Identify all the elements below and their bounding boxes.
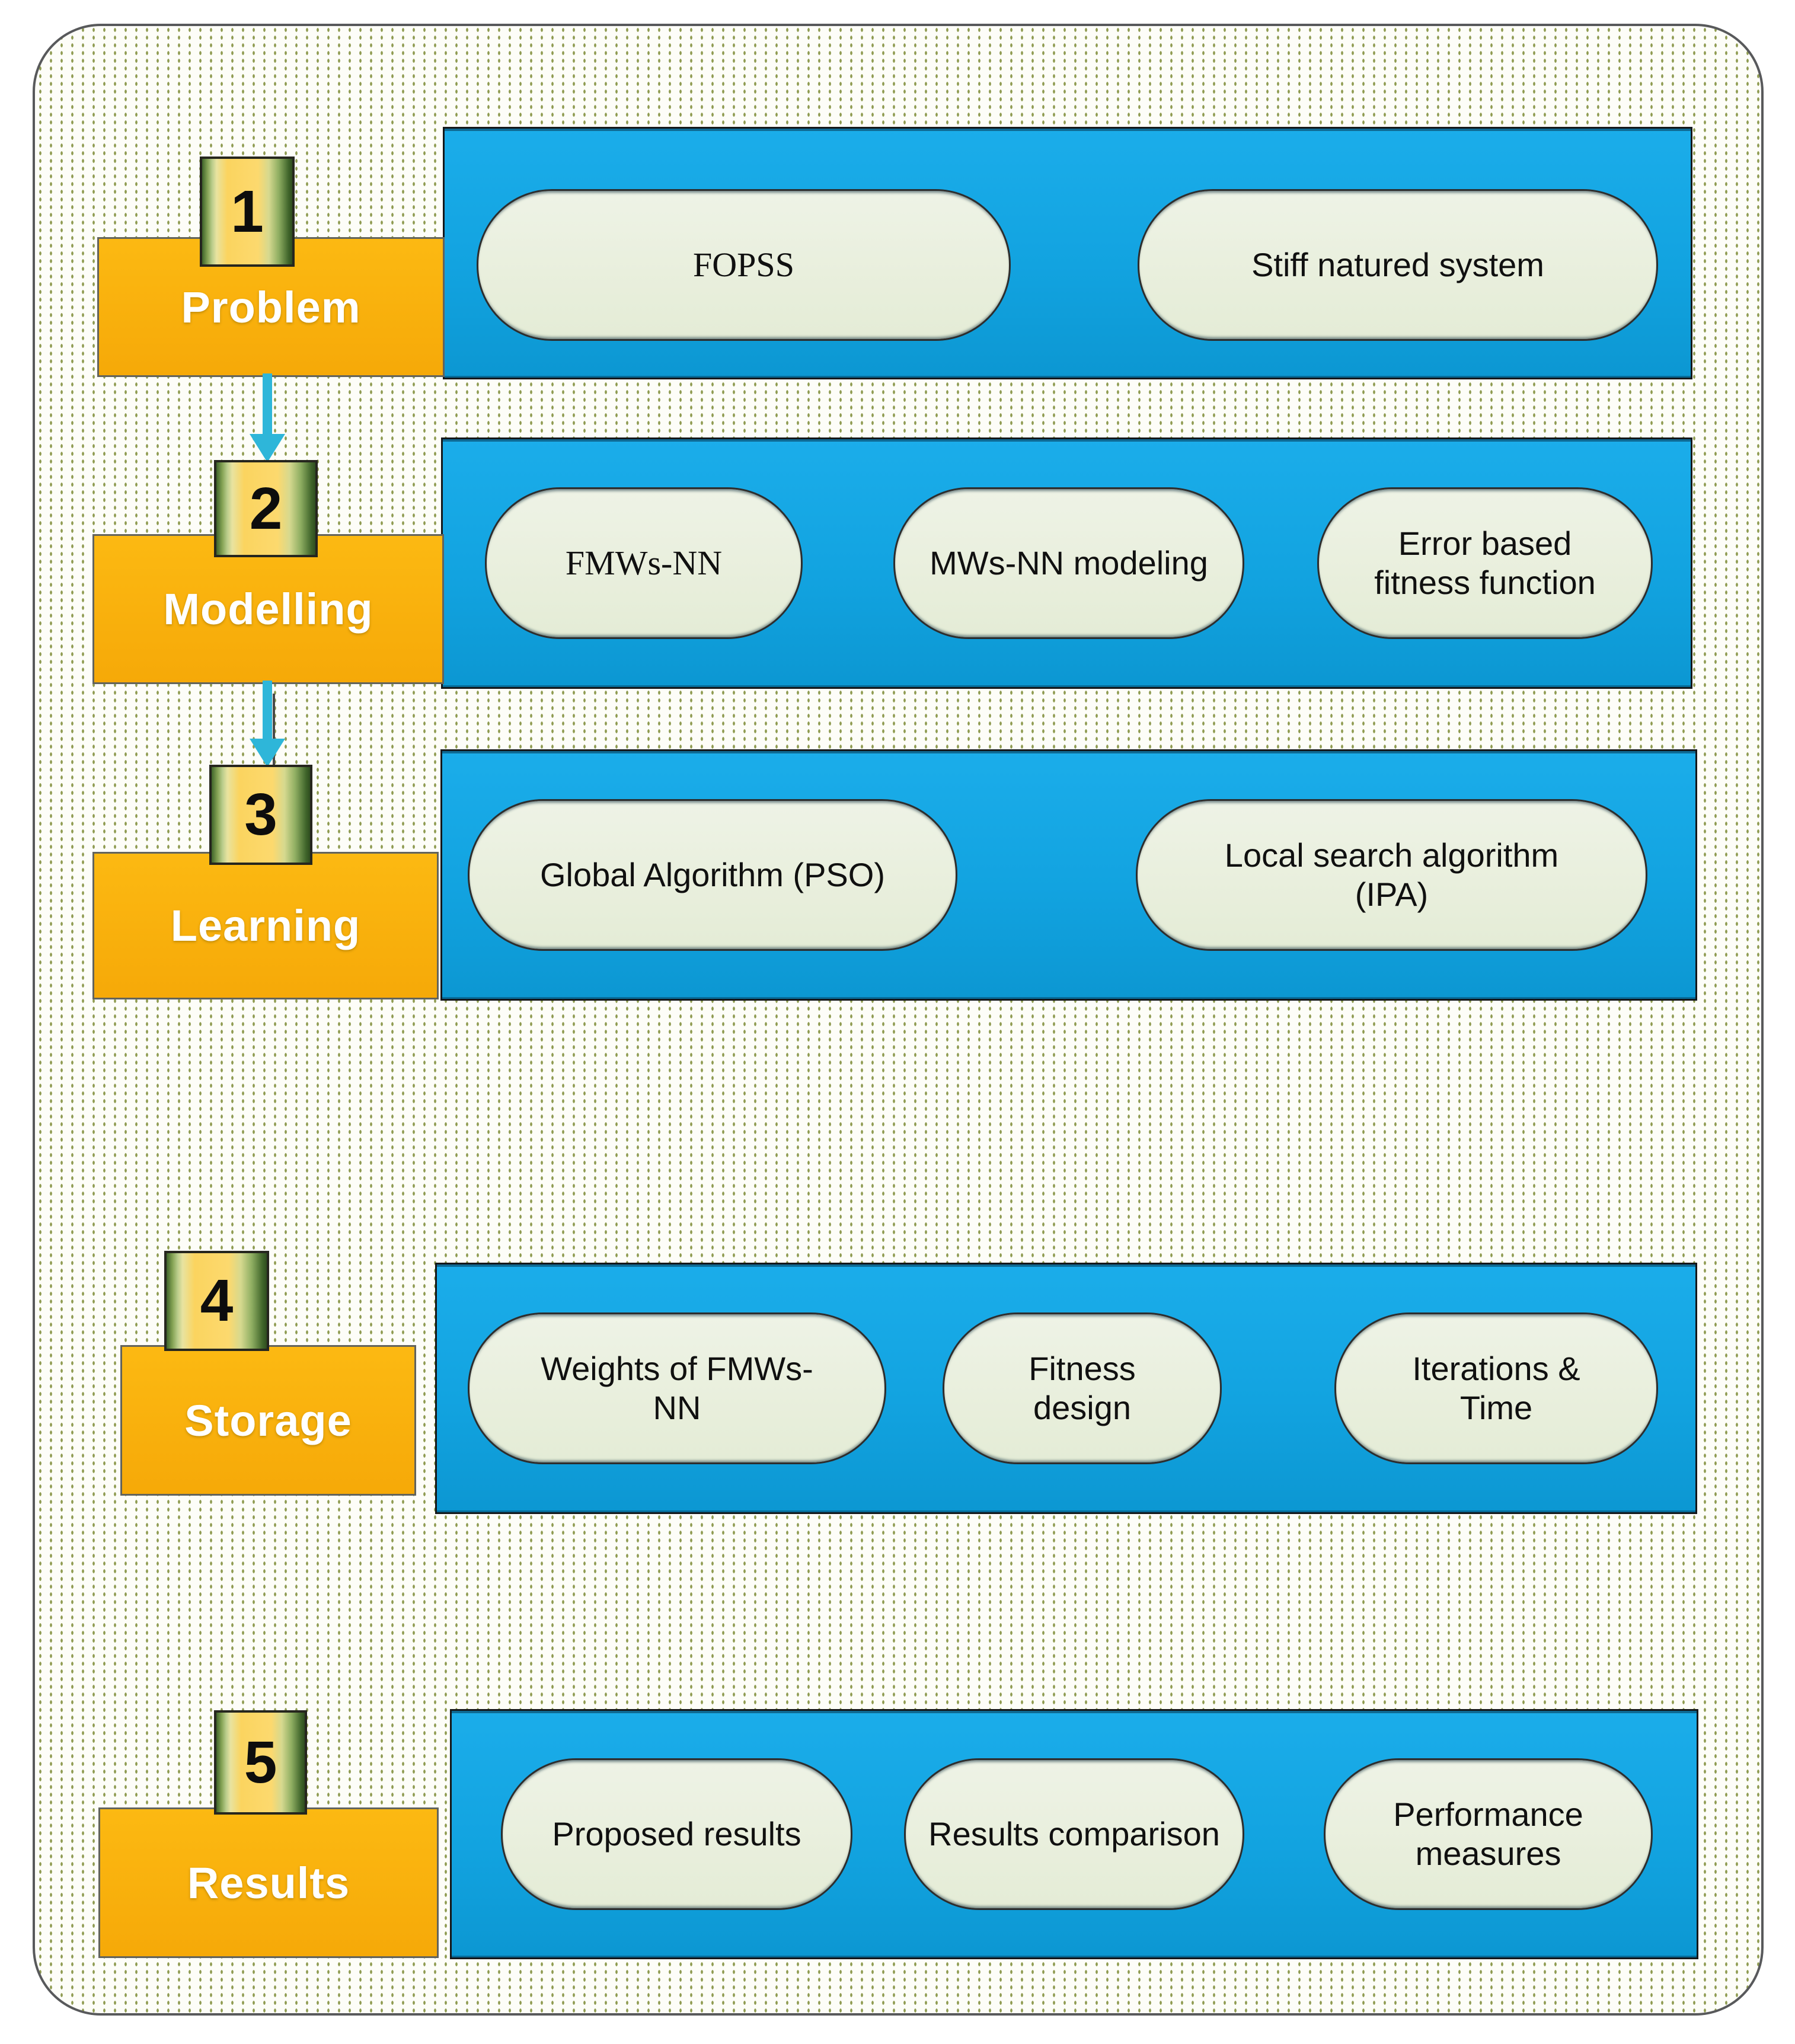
storage-band xyxy=(435,1263,1697,1514)
step-row-modelling: FMWs-NN MWs-NN modeling Error based fitn… xyxy=(35,26,1761,2013)
step-1-number: 1 xyxy=(231,178,264,245)
node-proposed-results-label: Proposed results xyxy=(552,1815,801,1853)
node-local-search-algorithm-ipa: Local search algorithm (IPA) xyxy=(1136,799,1647,951)
step-row-results: Proposed results Results comparison Perf… xyxy=(35,26,1761,2013)
step-4-badge: 4 xyxy=(164,1251,269,1351)
step-3-badge: 3 xyxy=(209,765,312,865)
node-mws-nn-modeling: MWs-NN modeling xyxy=(893,487,1244,639)
node-global-algorithm-pso-label: Global Algorithm (PSO) xyxy=(540,855,885,893)
node-stiff-natured-system-label: Stiff natured system xyxy=(1251,245,1544,283)
figure-canvas: FOPSS Stiff natured system Problem 1 FMW… xyxy=(33,24,1764,2016)
arrow-down-1-icon xyxy=(250,434,285,462)
node-results-comparison: Results comparison xyxy=(904,1758,1244,1910)
node-weights-of-fmws-nn-label: Weights of FMWs-NN xyxy=(541,1349,813,1426)
learning-label: Learning xyxy=(170,901,361,950)
node-mws-nn-modeling-label: MWs-NN modeling xyxy=(930,544,1208,582)
learning-band xyxy=(440,749,1697,1001)
modelling-band xyxy=(441,437,1692,689)
step-row-storage: Weights of FMWs-NN Fitness design Iterat… xyxy=(35,26,1761,2013)
results-band xyxy=(450,1709,1698,1959)
results-label-box: Results xyxy=(98,1807,439,1958)
node-performance-measures: Performance measures xyxy=(1324,1758,1653,1910)
node-fitness-design: Fitness design xyxy=(943,1312,1222,1464)
step-row-problem: FOPSS Stiff natured system Problem 1 xyxy=(35,26,1761,2013)
problem-label: Problem xyxy=(181,282,361,332)
problem-band xyxy=(443,127,1692,379)
step-5-number: 5 xyxy=(244,1729,277,1796)
node-fopss-label: FOPSS xyxy=(693,245,794,284)
step-2-number: 2 xyxy=(249,475,283,542)
node-fmws-nn: FMWs-NN xyxy=(485,487,803,639)
node-iterations-and-time-label: Iterations & Time xyxy=(1412,1349,1580,1426)
node-results-comparison-label: Results comparison xyxy=(928,1815,1220,1853)
node-fitness-design-label: Fitness design xyxy=(1029,1349,1136,1426)
node-stiff-natured-system: Stiff natured system xyxy=(1138,189,1658,341)
step-2-badge: 2 xyxy=(214,460,318,557)
arrow-down-2-shadow xyxy=(273,694,275,769)
node-error-based-fitness-function-label: Error based fitness function xyxy=(1374,524,1596,601)
node-iterations-and-time: Iterations & Time xyxy=(1334,1312,1658,1464)
storage-label: Storage xyxy=(184,1395,352,1445)
learning-label-box: Learning xyxy=(92,852,439,999)
step-3-number: 3 xyxy=(244,781,277,848)
node-global-algorithm-pso: Global Algorithm (PSO) xyxy=(468,799,957,951)
node-performance-measures-label: Performance measures xyxy=(1393,1795,1583,1872)
node-weights-of-fmws-nn: Weights of FMWs-NN xyxy=(468,1312,886,1464)
node-local-search-algorithm-ipa-label: Local search algorithm (IPA) xyxy=(1224,836,1559,913)
step-5-badge: 5 xyxy=(214,1710,307,1815)
results-label: Results xyxy=(187,1858,350,1908)
problem-label-box: Problem xyxy=(97,237,445,377)
storage-label-box: Storage xyxy=(120,1345,416,1496)
node-fopss: FOPSS xyxy=(477,189,1011,341)
arrow-down-2-icon xyxy=(250,739,285,767)
step-4-number: 4 xyxy=(200,1267,234,1334)
node-error-based-fitness-function: Error based fitness function xyxy=(1317,487,1653,639)
node-proposed-results: Proposed results xyxy=(501,1758,852,1910)
step-1-badge: 1 xyxy=(200,157,295,267)
modelling-label-box: Modelling xyxy=(92,534,444,684)
node-fmws-nn-label: FMWs-NN xyxy=(565,543,723,582)
step-row-learning: Global Algorithm (PSO) Local search algo… xyxy=(35,26,1761,2013)
arrow-down-1-shaft xyxy=(263,373,272,436)
modelling-label: Modelling xyxy=(163,585,373,634)
arrow-down-2-shaft xyxy=(263,681,272,741)
